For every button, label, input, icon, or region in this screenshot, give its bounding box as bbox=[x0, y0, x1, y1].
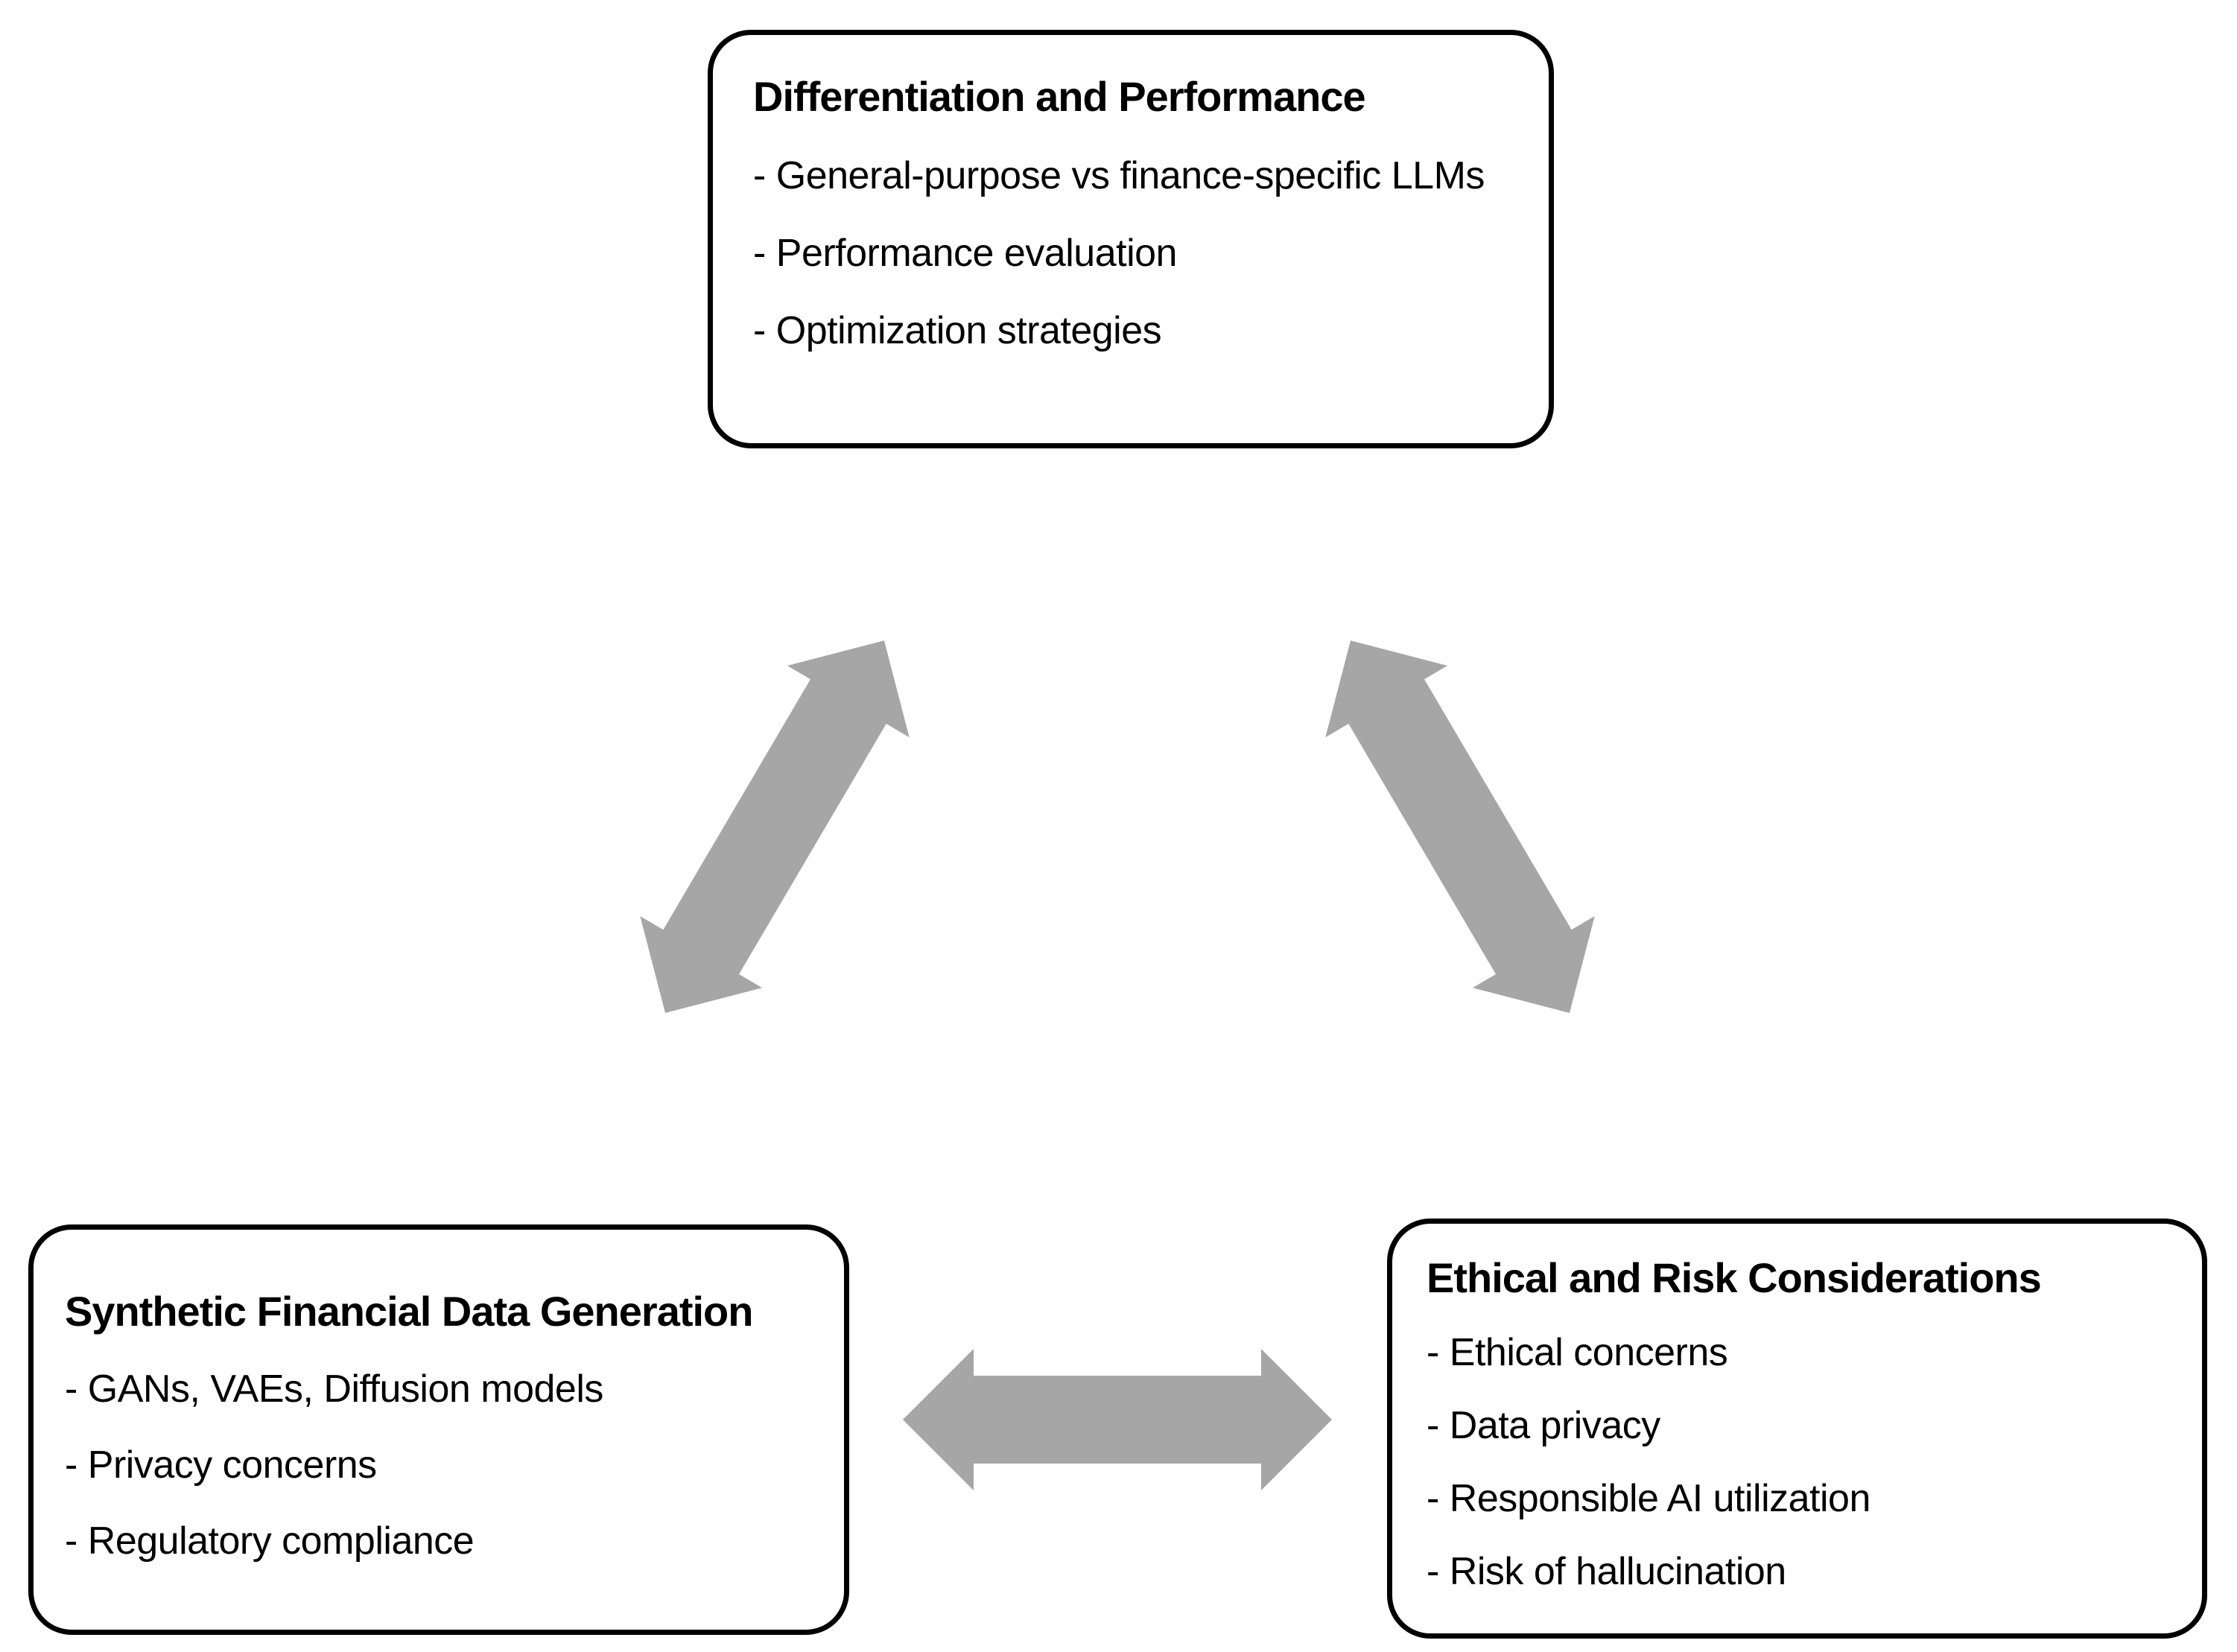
bullet-item: - General-purpose vs finance-specific LL… bbox=[753, 154, 1485, 197]
bullet-item: - GANs, VAEs, Diffusion models bbox=[65, 1367, 603, 1411]
bullet-item: - Privacy concerns bbox=[65, 1443, 377, 1487]
box-differentiation-and-performance: Differentiation and Performance - Genera… bbox=[708, 30, 1554, 448]
box-title: Ethical and Risk Considerations bbox=[1427, 1254, 2042, 1301]
double-arrow-bottom-left-to-bottom-right-icon bbox=[903, 1349, 1332, 1490]
box-synthetic-financial-data-generation: Synthetic Financial Data Generation - GA… bbox=[28, 1224, 849, 1635]
box-title: Synthetic Financial Data Generation bbox=[65, 1288, 753, 1335]
bullet-item: - Optimization strategies bbox=[753, 309, 1162, 352]
double-arrow-top-to-bottom-left-icon bbox=[640, 640, 910, 1014]
bullet-item: - Ethical concerns bbox=[1427, 1331, 1728, 1374]
bullet-item: - Data privacy bbox=[1427, 1404, 1660, 1447]
bullet-item: - Responsible AI utilization bbox=[1427, 1477, 1870, 1520]
box-ethical-and-risk-considerations: Ethical and Risk Considerations - Ethica… bbox=[1387, 1219, 2207, 1639]
bullet-item: - Risk of hallucination bbox=[1427, 1550, 1786, 1593]
double-arrow-top-to-bottom-right-icon bbox=[1325, 640, 1595, 1014]
bullet-item: - Regulatory compliance bbox=[65, 1519, 475, 1563]
bullet-item: - Performance evaluation bbox=[753, 232, 1177, 275]
box-title: Differentiation and Performance bbox=[753, 73, 1366, 120]
